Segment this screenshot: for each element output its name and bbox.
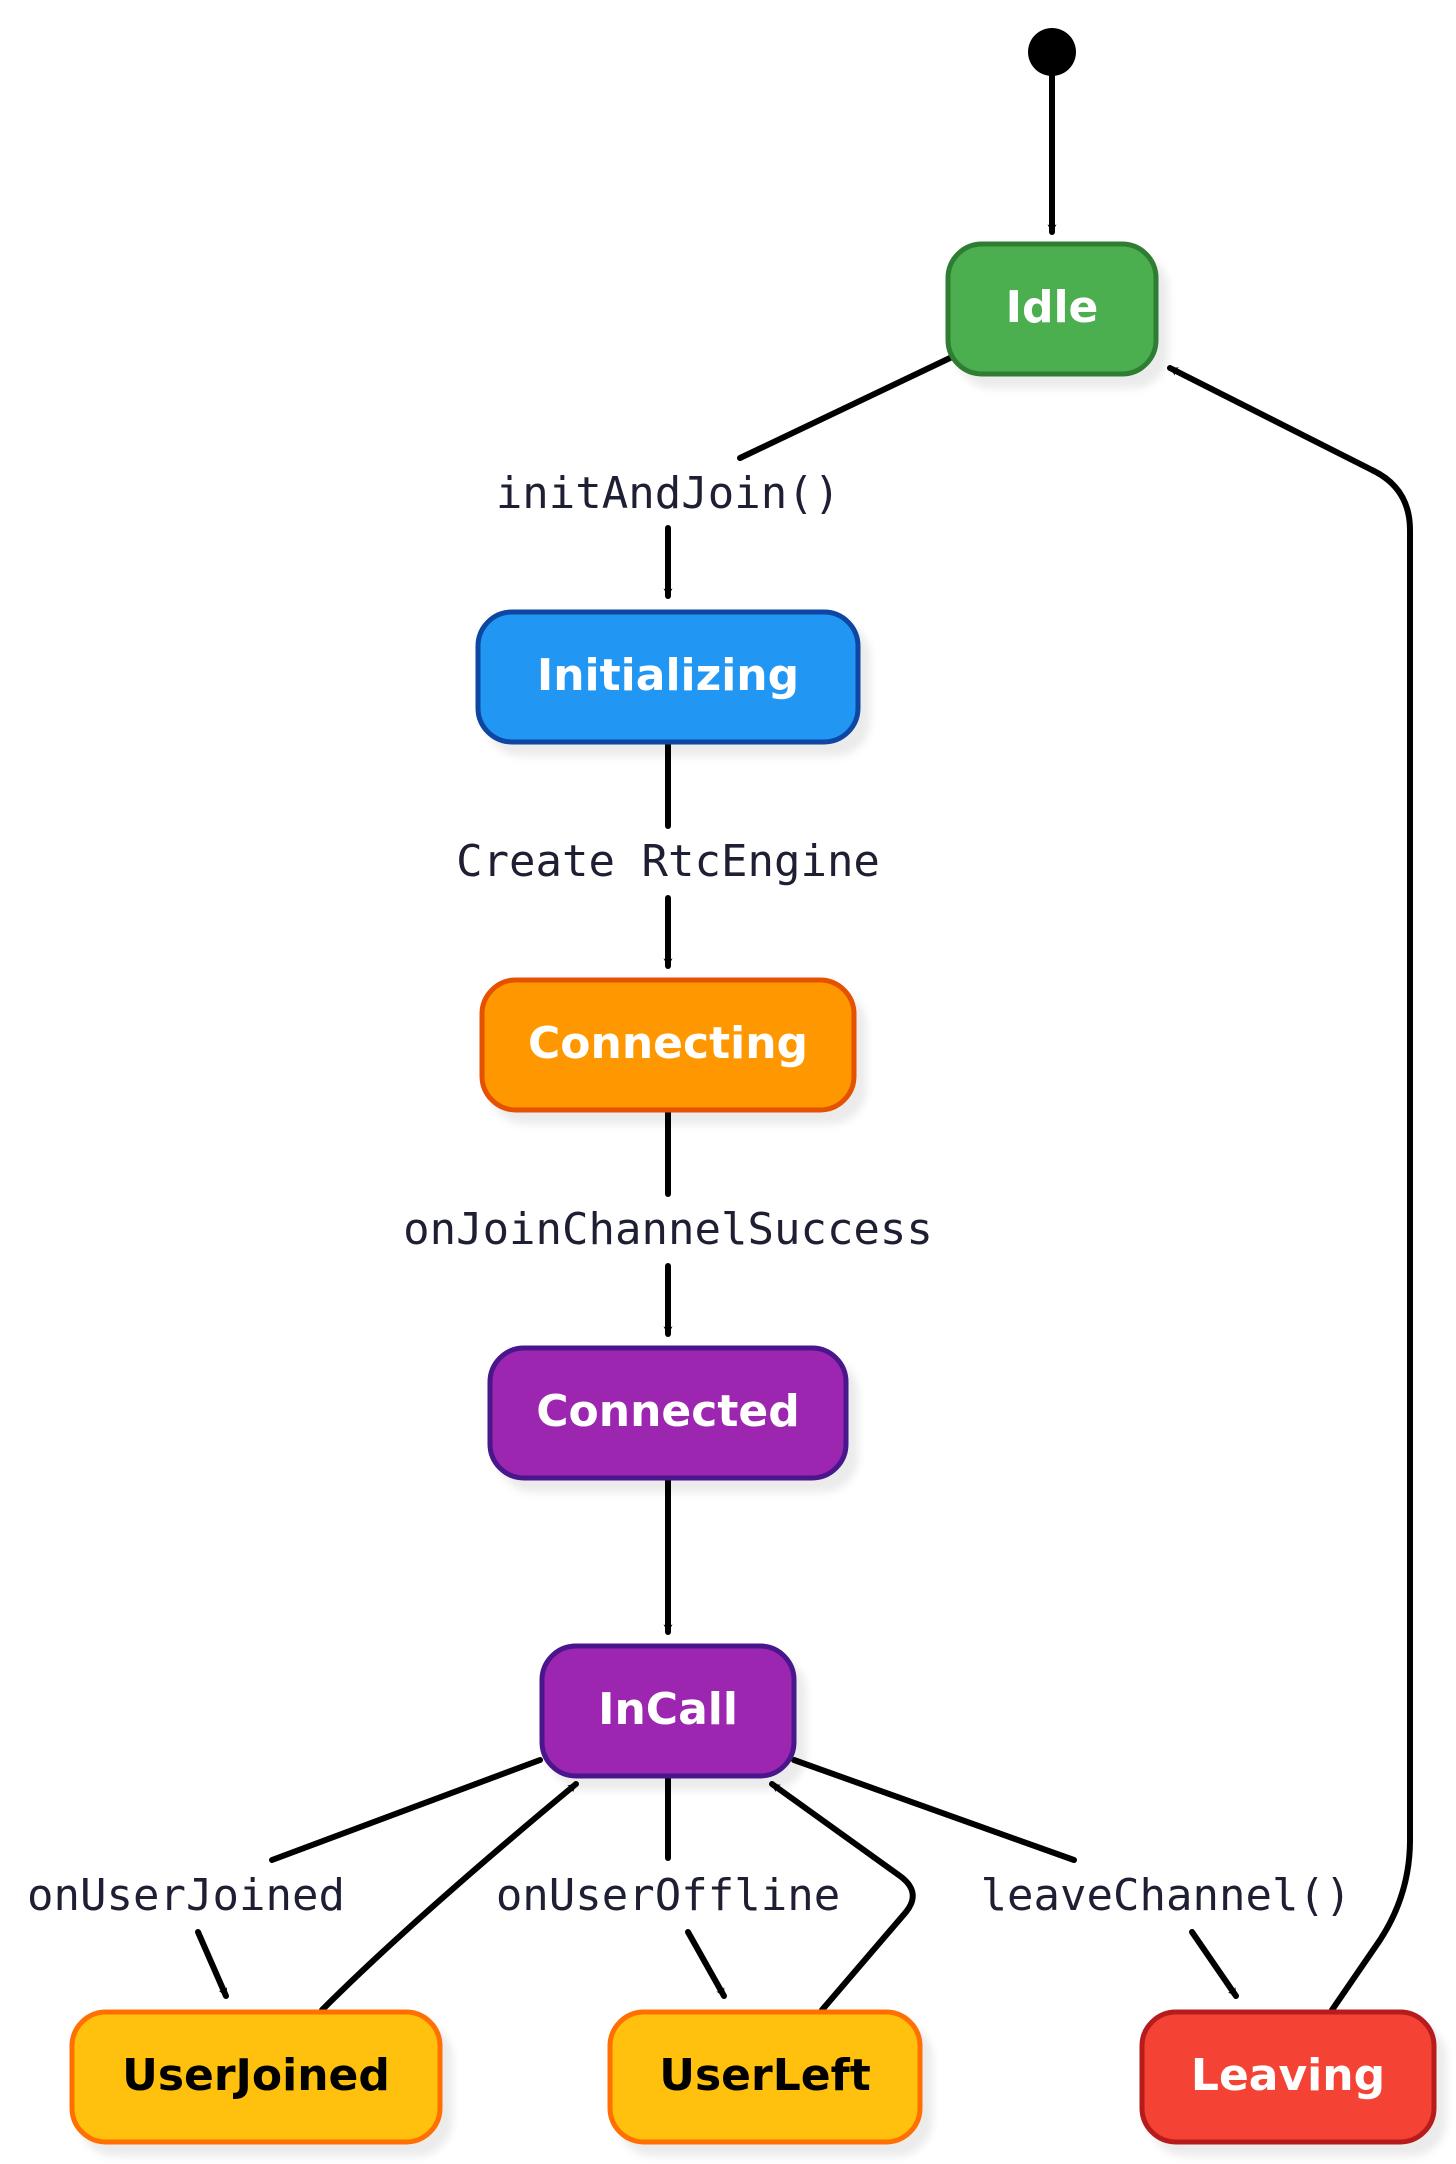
state-idle-label: Idle [1006, 282, 1099, 333]
label-on-user-joined: onUserJoined [27, 1870, 345, 1921]
edge-userleft-to-incall [769, 1781, 916, 2013]
state-connecting-box [479, 977, 857, 1113]
state-idle: Idle [945, 241, 1159, 377]
state-connected-label: Connected [536, 1386, 799, 1437]
state-leaving-box [1139, 2009, 1437, 2145]
edge-incall-to-userjoined-arrow [195, 1929, 229, 1999]
state-userleft-label: UserLeft [659, 2050, 871, 2101]
label-init-and-join: initAndJoin() [496, 468, 840, 519]
edge-incall-to-userleft-arrow [685, 1929, 727, 1999]
edge-userjoined-to-incall [319, 1781, 579, 2013]
state-initializing-label: Initializing [537, 650, 799, 701]
state-leaving: Leaving [1139, 2009, 1437, 2145]
initial-state-dot [1028, 28, 1076, 76]
state-leaving-label: Leaving [1191, 2050, 1385, 2101]
state-initializing: Initializing [475, 609, 861, 745]
label-on-join-channel-success: onJoinChannelSuccess [403, 1204, 933, 1255]
state-userjoined-label: UserJoined [122, 2050, 390, 2101]
state-incall-box [539, 1643, 797, 1779]
state-userjoined-box [69, 2009, 443, 2145]
state-initializing-box [475, 609, 861, 745]
label-create-rtc-engine: Create RtcEngine [456, 836, 880, 887]
edge-leaving-to-idle [1167, 365, 1413, 2013]
state-incall-label: InCall [598, 1684, 738, 1735]
edge-incall-to-leaving [791, 1757, 1077, 1863]
state-incall: InCall [539, 1643, 797, 1779]
state-idle-box [945, 241, 1159, 377]
state-connected-box [487, 1345, 849, 1481]
label-on-user-offline: onUserOffline [496, 1870, 840, 1921]
state-userleft: UserLeft [607, 2009, 923, 2145]
state-connecting-label: Connecting [528, 1018, 808, 1069]
edge-incall-to-leaving-arrow [1189, 1929, 1239, 1999]
state-connecting: Connecting [479, 977, 857, 1113]
label-leave-channel: leaveChannel() [981, 1870, 1352, 1921]
state-userjoined: UserJoined [69, 2009, 443, 2145]
edge-idle-to-initializing [737, 355, 953, 461]
state-connected: Connected [487, 1345, 849, 1481]
edge-incall-to-userjoined [269, 1757, 543, 1863]
state-userleft-box [607, 2009, 923, 2145]
